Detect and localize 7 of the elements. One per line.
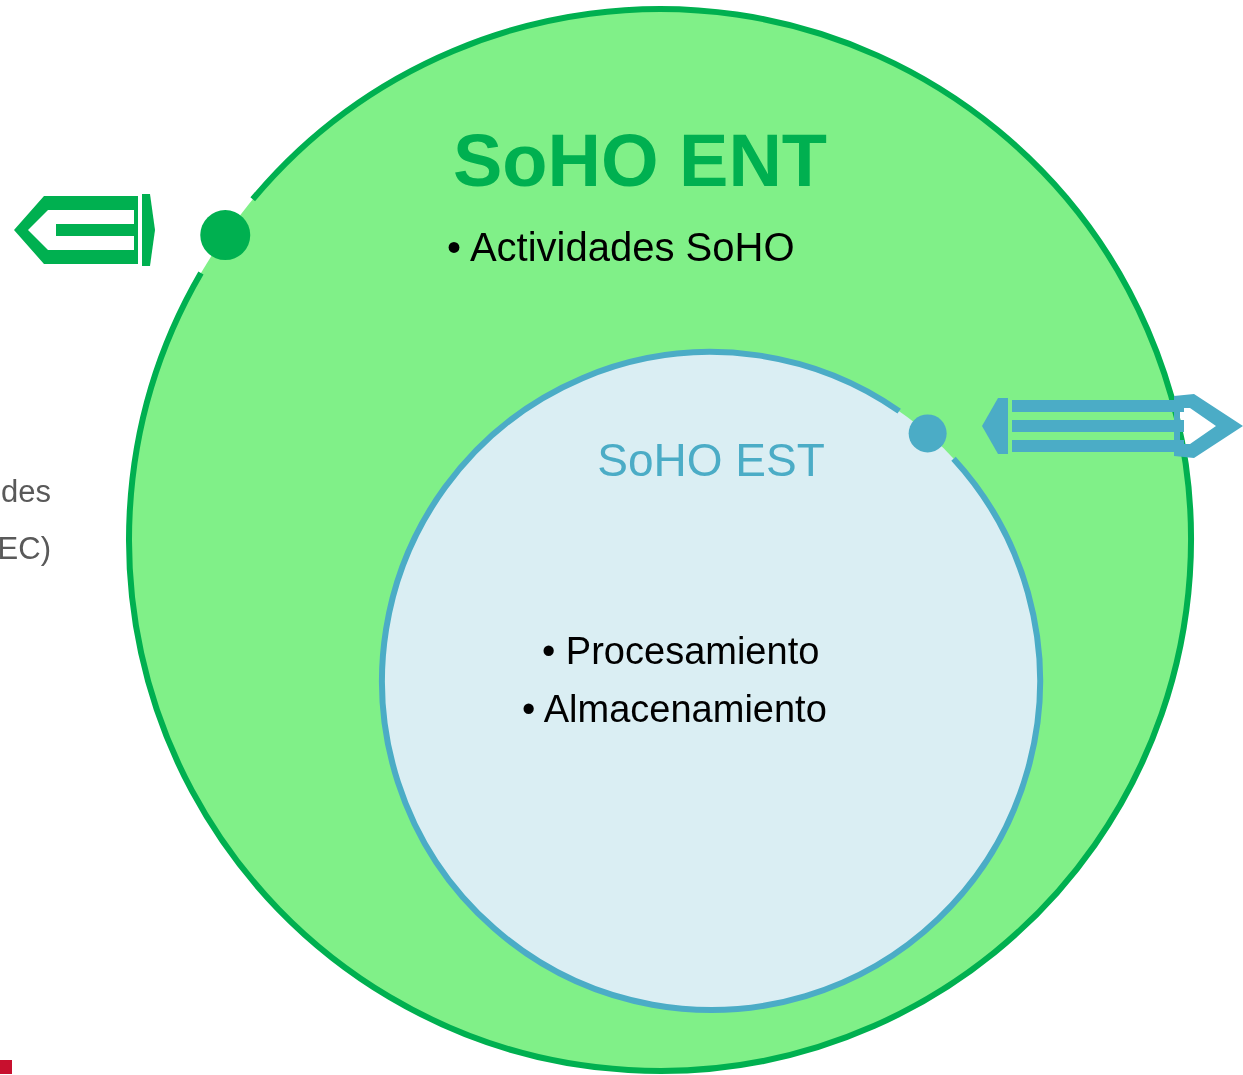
circle-heading: SoHO EST: [596, 434, 826, 487]
bullet-item: • Actividades SoHO: [447, 224, 795, 270]
circle-heading: SoHO ENT: [451, 118, 829, 204]
side-text: EC): [0, 531, 51, 567]
side-text: des: [1, 474, 51, 510]
bullet-item: • Procesamiento: [542, 630, 820, 674]
bullet-item: • Almacenamiento: [522, 688, 827, 732]
